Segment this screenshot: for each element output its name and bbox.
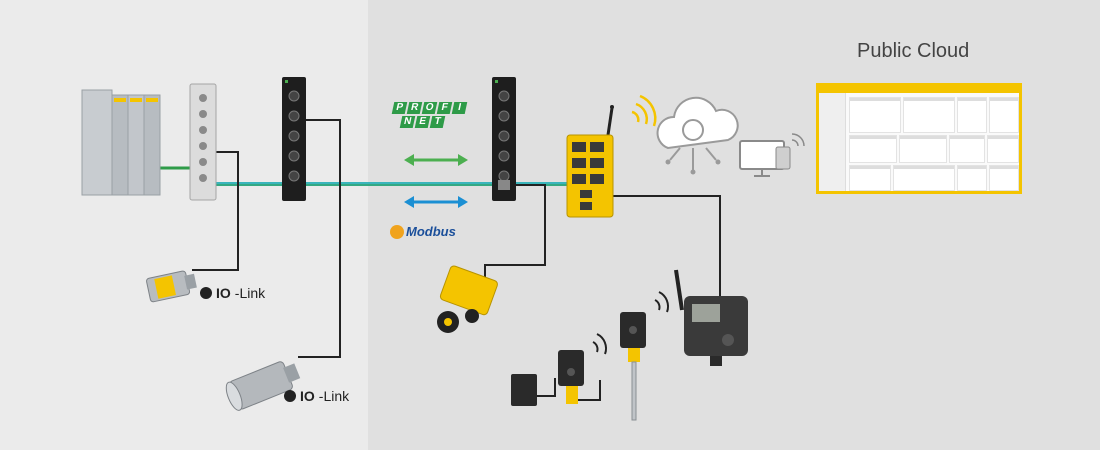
iolink-suffix: -Link (318, 388, 350, 404)
dashboard-card (989, 165, 1019, 191)
inclinometer-sensor (437, 265, 498, 333)
edge-cloud-panel (368, 0, 1100, 450)
io-link-master-2 (492, 77, 516, 201)
dashboard-card (849, 165, 891, 191)
wireless-node-cable (610, 195, 721, 300)
dashboard-card (849, 135, 897, 163)
profinet-letter: R (406, 102, 423, 114)
edge-gateway (566, 105, 614, 218)
profinet-letter: I (451, 102, 468, 114)
profinet-arrow (404, 154, 468, 166)
io-terminal-block (189, 83, 217, 201)
iolink-logo-icon (284, 390, 296, 402)
wifi-signal-icon-2 (592, 333, 608, 355)
ultrasonic-sensor (225, 361, 301, 411)
sensor-cable-2 (288, 119, 341, 358)
dashboard-card (949, 135, 985, 163)
dashboard-card (987, 135, 1019, 163)
modbus-label: Modbus (406, 224, 456, 239)
dashboard-card (957, 165, 987, 191)
profinet-logo: P R O F I N E T (391, 102, 468, 130)
dashboard-content (819, 93, 1019, 191)
iolink-label-1: IO-Link (200, 285, 265, 301)
dashboard-card (957, 97, 987, 133)
wireless-node-device (674, 269, 748, 366)
profinet-letter: T (429, 116, 446, 128)
monitor-touch-icon (739, 133, 805, 177)
modbus-arrow (404, 196, 468, 208)
modbus-logo: Modbus (390, 224, 456, 239)
iolink-prefix: IO (300, 388, 315, 404)
radar-sensor-node-1 (558, 350, 584, 404)
dashboard-card (893, 165, 955, 191)
dashboard-card (989, 97, 1019, 133)
profinet-letter: O (421, 102, 438, 114)
iolink-label-2: IO-Link (284, 388, 349, 404)
iolink-prefix: IO (216, 285, 231, 301)
cloud-dashboard (816, 83, 1022, 194)
bottom-sensor-cable-2 (578, 380, 601, 401)
cloud-icon (656, 96, 739, 175)
profinet-letter: N (399, 116, 416, 128)
profinet-letter: P (391, 102, 408, 114)
dashboard-card (849, 97, 901, 133)
dashboard-card (899, 135, 947, 163)
sensor-cable-1 (192, 151, 239, 271)
profinet-letter: F (436, 102, 453, 114)
dashboard-sidebar (819, 93, 846, 191)
ethernet-port (498, 180, 510, 190)
wifi-signal-icon-3 (654, 291, 670, 313)
field-level-panel (0, 0, 368, 450)
iolink-logo-icon (200, 287, 212, 299)
inductive-sensor-1 (146, 270, 197, 303)
modbus-logo-icon (390, 224, 404, 239)
plc-controller (81, 89, 161, 196)
wifi-signal-icon (631, 94, 657, 127)
inclinometer-cable (484, 184, 546, 285)
profinet-letter: E (414, 116, 431, 128)
public-cloud-title: Public Cloud (857, 40, 970, 62)
radar-sensor-node-2 (620, 312, 646, 421)
io-link-master-1 (282, 77, 306, 201)
level-sensor-small (511, 374, 537, 406)
dashboard-card (903, 97, 955, 133)
iolink-suffix: -Link (234, 285, 266, 301)
profinet-row-1: P R O F I (391, 102, 468, 114)
profinet-row-2: N E T (399, 116, 466, 128)
